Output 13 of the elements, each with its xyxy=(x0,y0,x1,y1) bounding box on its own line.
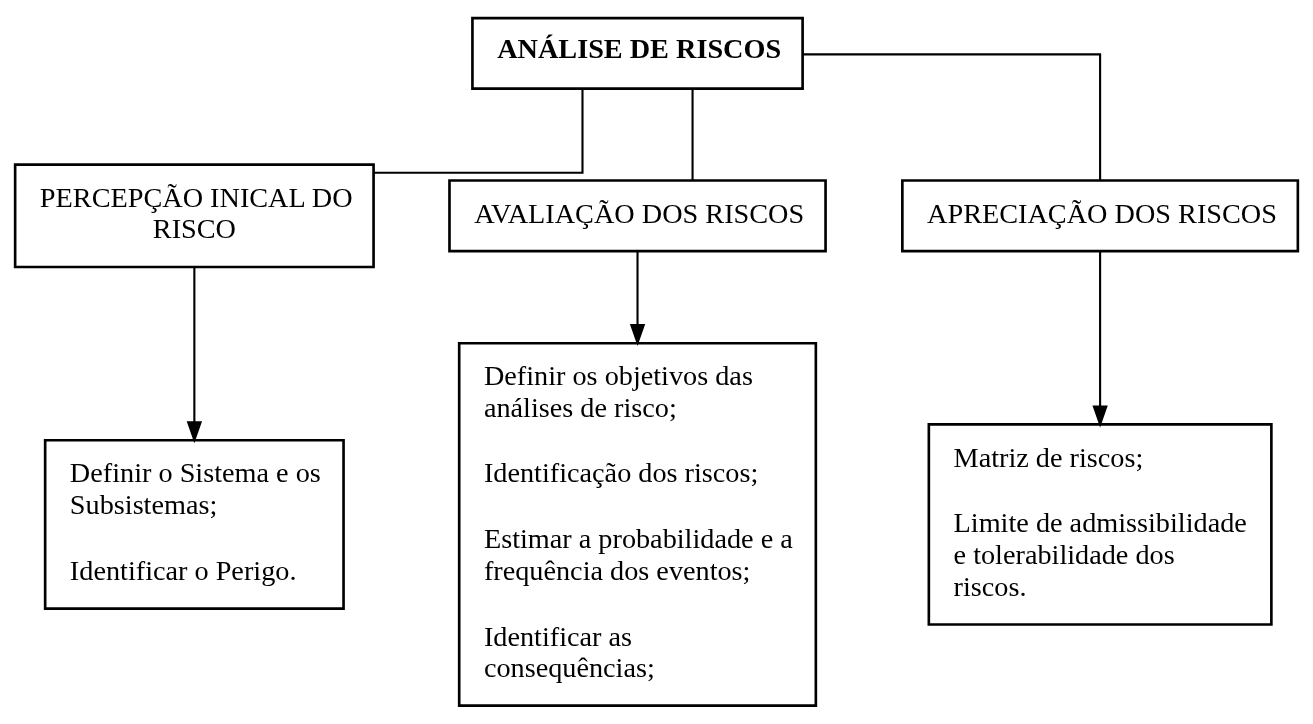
node-box: PERCEPÇÃO INICAL DO RISCO xyxy=(13,163,375,269)
node-box: APRECIAÇÃO DOS RISCOS xyxy=(901,179,1300,253)
arrow xyxy=(629,251,646,346)
arrow xyxy=(186,267,203,444)
connector xyxy=(803,53,1102,180)
node-box: AVALIAÇÃO DOS RISCOS xyxy=(448,179,827,253)
node-box: Matriz de riscos; Limite de admissibilidade e tolerabilidade dos riscos. xyxy=(927,423,1273,626)
node-box: Definir o Sistema e os Subsistemas; Identificar o Perigo. xyxy=(43,438,345,610)
connector xyxy=(373,89,584,174)
arrow xyxy=(1092,251,1108,428)
node-box: Definir os objetivos das análises de risco; Identificação dos riscos; Estimar a probabilidade e a frequência dos eventos; Identificar as consequências; xyxy=(457,341,818,707)
connector xyxy=(691,89,694,181)
node-box: ANÁLISE DE RISCOS xyxy=(471,16,804,90)
